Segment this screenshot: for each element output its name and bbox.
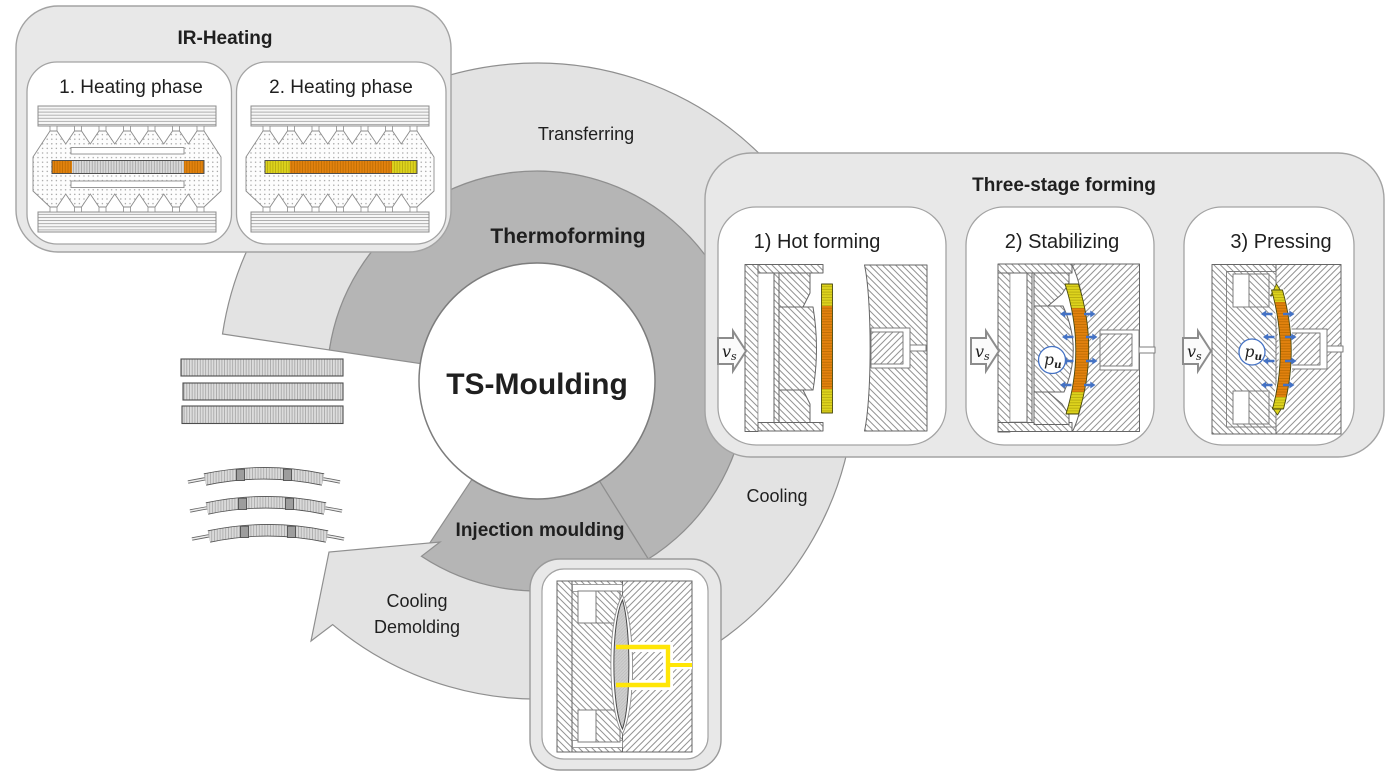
heating-phase-1-diagram: [32, 105, 222, 233]
heating-phase-2-label: 2. Heating phase: [269, 77, 413, 98]
label-cooling-demolding: Cooling Demolding: [374, 591, 460, 637]
speed-subscript: s: [731, 350, 737, 363]
three-stage-forming-box: Three-stage forming 1) Hot forming 2) St…: [704, 152, 1385, 458]
three-stage-forming-title: Three-stage forming: [972, 175, 1156, 196]
sheet-phase-1: [51, 160, 205, 174]
speed-arrow-2: vs: [970, 330, 1000, 372]
center-circle: [418, 262, 656, 500]
sheet-stack: [180, 358, 344, 425]
speed-arrow-3-label: vs: [1187, 342, 1202, 363]
pressure-circle-stage-2: pu: [1037, 345, 1067, 375]
speed-subscript: s: [984, 350, 990, 363]
speed-symbol: v: [975, 342, 984, 361]
injection-diagram: [556, 580, 693, 753]
pressure-label-stage-3: pu: [1245, 343, 1263, 363]
speed-arrow-3: vs: [1182, 330, 1212, 372]
heating-phase-1-label: 1. Heating phase: [59, 77, 203, 98]
heating-phase-2-diagram: [245, 105, 435, 233]
stage-1-diagram: [744, 264, 928, 432]
formed-part-stack: [187, 467, 345, 543]
label-cooling-demolding-line1: Cooling: [386, 591, 447, 611]
ir-heating-title: IR-Heating: [178, 28, 273, 49]
pressure-label-stage-2: pu: [1044, 351, 1062, 371]
speed-subscript: s: [1196, 350, 1202, 363]
pressure-subscript: u: [1054, 359, 1062, 371]
speed-arrow-2-label: vs: [975, 342, 990, 363]
moulded-part: [613, 598, 630, 731]
sheet-phase-2: [264, 160, 418, 174]
stage-1-label: 1) Hot forming: [754, 231, 881, 253]
speed-arrow-1-label: vs: [722, 342, 737, 363]
center-label: TS-Moulding: [446, 368, 628, 401]
injection-moulding-box: [529, 558, 722, 771]
sheet-stage-2: [1064, 283, 1090, 415]
pressure-subscript: u: [1254, 351, 1262, 363]
speed-arrow-1: vs: [717, 330, 747, 372]
label-thermoforming: Thermoforming: [490, 225, 645, 248]
sheet-stage-1: [821, 283, 833, 414]
label-transferring: Transferring: [538, 124, 634, 144]
speed-symbol: v: [722, 342, 731, 361]
ir-heating-box: IR-Heating 1. Heating phase 2. Heating p…: [15, 5, 452, 253]
label-cooling-right: Cooling: [746, 486, 807, 506]
pressure-symbol: p: [1245, 343, 1255, 361]
speed-symbol: v: [1187, 342, 1196, 361]
sheet-stage-3: [1270, 283, 1293, 416]
label-cooling-demolding-line2: Demolding: [374, 617, 460, 637]
pressure-circle-stage-3: pu: [1238, 338, 1266, 366]
pressure-symbol: p: [1044, 351, 1054, 369]
stage-3-label: 3) Pressing: [1230, 231, 1331, 253]
runner-system: [616, 642, 692, 690]
stage-2-diagram: pu: [997, 263, 1156, 433]
stage-2-label: 2) Stabilizing: [1005, 231, 1120, 253]
stage-3-diagram: pu: [1211, 264, 1344, 435]
label-injection-moulding: Injection moulding: [456, 520, 625, 541]
